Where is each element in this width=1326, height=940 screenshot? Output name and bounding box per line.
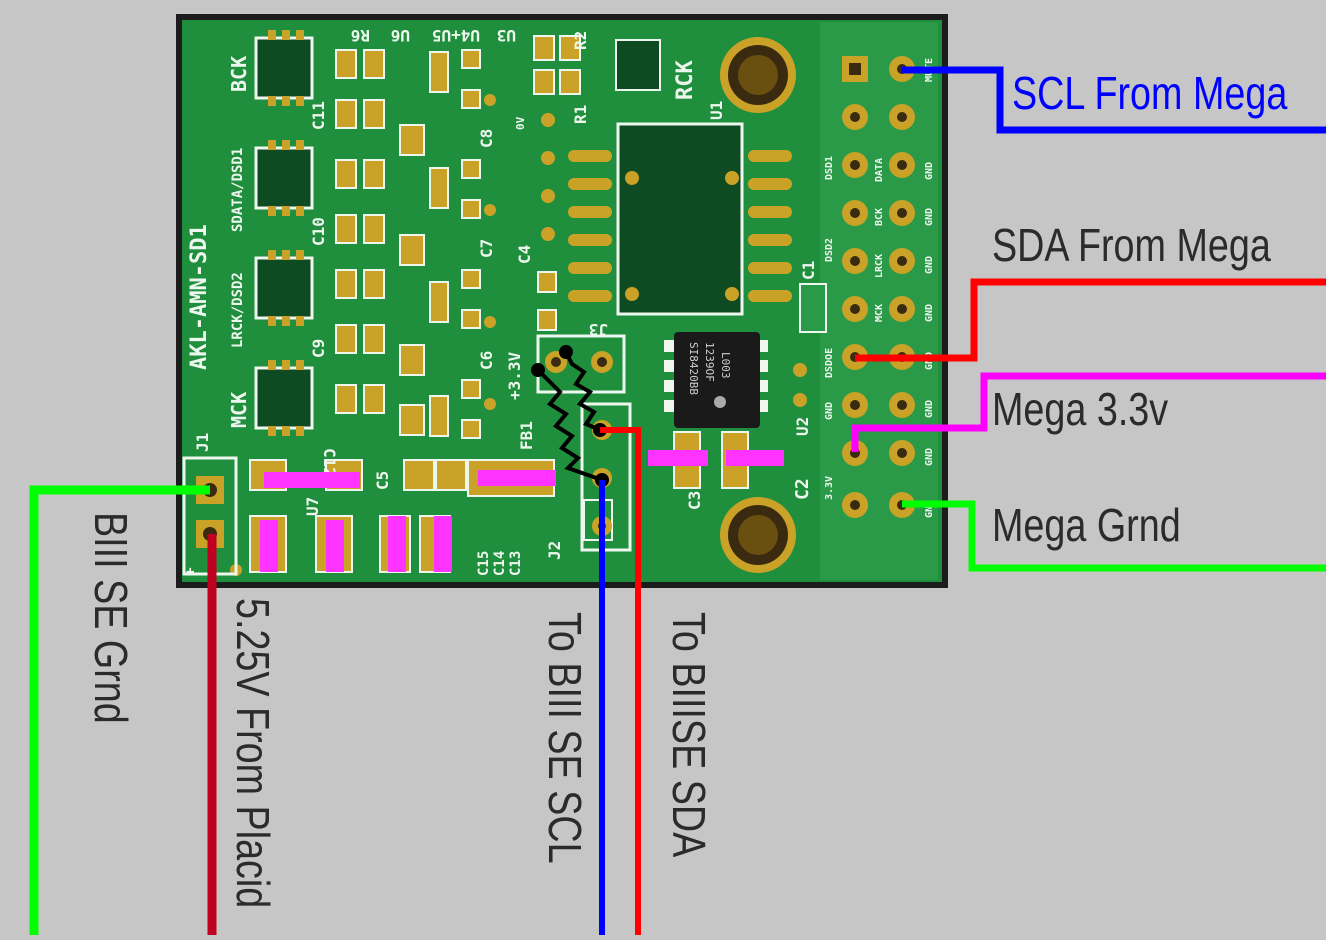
silk-c9: C9 xyxy=(309,339,328,358)
silk-3v3: +3.3V xyxy=(505,351,524,400)
mega-33v-label: Mega 3.3v xyxy=(992,383,1169,435)
scl-from-mega-wire xyxy=(902,66,1326,134)
silk-r1: R1 xyxy=(571,105,590,124)
silk-u6: U6 xyxy=(391,26,410,45)
silk-gnd-9: GND xyxy=(924,500,935,518)
silk-gnd-3: GND xyxy=(924,208,935,226)
silk-gnd-5: GND xyxy=(924,304,935,322)
silk-mck: MCK xyxy=(227,392,251,428)
to-biiise-sda-wire xyxy=(600,427,641,935)
header-area xyxy=(820,22,938,580)
to-biiise-sda-label: To BIIISE SDA xyxy=(663,612,715,858)
v525-from-placid-label: 5.25V From Placid xyxy=(227,598,279,909)
biii-se-grnd-wire xyxy=(29,485,210,935)
silk-r2: R2 xyxy=(571,31,590,50)
silk-dsd2: DSD2 xyxy=(824,238,835,262)
scl-from-mega-label: SCL From Mega xyxy=(1012,67,1288,119)
silk-0v: 0V xyxy=(514,116,527,130)
sda-from-mega-label: SDA From Mega xyxy=(992,219,1271,271)
silk-c6: C6 xyxy=(477,351,496,370)
silk-c5: C5 xyxy=(373,471,392,490)
silk-c14: C14 xyxy=(492,551,508,576)
silk-gnd-4: GND xyxy=(924,256,935,274)
silk-bck-pin: BCK xyxy=(874,208,885,226)
silk-c15: C15 xyxy=(476,551,492,576)
silk-dsd1: DSD1 xyxy=(824,156,835,180)
silk-plus: + xyxy=(186,564,194,580)
silk-rck: RCK xyxy=(673,60,698,100)
chip-marking-3: L003 xyxy=(719,352,732,379)
silk-c1: C1 xyxy=(799,261,818,280)
silk-c4: C4 xyxy=(515,245,534,264)
silk-u2: U2 xyxy=(793,417,812,436)
silk-c12: C12 xyxy=(320,448,339,477)
chip-marking-1: SI8420BB xyxy=(687,342,700,395)
silk-lrck-dsd2: LRCK/DSD2 xyxy=(230,272,246,348)
silk-u7: U7 xyxy=(303,497,322,516)
silk-gnd-2: GND xyxy=(924,162,935,180)
mounting-hole-bottom xyxy=(720,497,796,573)
mega-grnd-label: Mega Grnd xyxy=(992,499,1181,551)
silk-c10: C10 xyxy=(309,217,328,246)
silk-data: DATA xyxy=(874,158,885,182)
silk-gnd-7: GND xyxy=(924,400,935,418)
silk-fb1: FB1 xyxy=(517,421,536,450)
silk-c11: C11 xyxy=(309,101,328,130)
mounting-hole-top xyxy=(720,37,796,113)
u1-ic xyxy=(568,122,792,316)
pullup-resistors xyxy=(531,345,609,487)
silk-lrck: LRCK xyxy=(874,254,885,278)
silk-gnd-8: GND xyxy=(924,448,935,466)
silk-u1: U1 xyxy=(707,101,726,120)
silk-r6: R6 xyxy=(351,26,370,45)
cut-marks xyxy=(260,450,784,572)
silk-c3: C3 xyxy=(685,491,704,510)
chip-marking-2: 1239OF xyxy=(703,342,716,382)
silk-dsdoe: DSDOE xyxy=(824,348,835,378)
silk-gnd-1: GND xyxy=(824,402,835,420)
silk-board-name: AKL-AMN-SD1 xyxy=(187,224,212,370)
left-ic-column xyxy=(254,30,314,436)
silk-c8: C8 xyxy=(477,129,496,148)
silk-mck-pin: MCK xyxy=(874,304,885,322)
silk-j3: J3 xyxy=(589,320,608,339)
silk-j1: J1 xyxy=(193,433,212,452)
silk-sdata-dsd1: SDATA/DSD1 xyxy=(230,148,246,232)
mega-3v3-wire xyxy=(851,372,1326,452)
header-pin-holes xyxy=(850,64,907,510)
sda-from-mega-wire xyxy=(855,278,1326,362)
mega-grnd-wire xyxy=(902,500,1326,572)
silk-3v3-pin: 3.3V xyxy=(824,476,835,500)
silk-j2: J2 xyxy=(545,541,564,560)
silk-c7: C7 xyxy=(477,239,496,258)
silk-c13: C13 xyxy=(508,551,524,576)
to-biii-se-scl-label: To BIII SE SCL xyxy=(539,612,591,864)
silk-bck: BCK xyxy=(227,56,251,92)
silk-c2: C2 xyxy=(792,478,813,500)
biii-se-grnd-label: BIII SE Grnd xyxy=(85,512,137,724)
silk-u3: U3 xyxy=(497,26,516,45)
passive-components xyxy=(249,35,827,573)
u2-isolator-chip: SI8420BB 1239OF L003 xyxy=(664,332,768,428)
silk-u4u5: U4+U5 xyxy=(432,26,480,45)
